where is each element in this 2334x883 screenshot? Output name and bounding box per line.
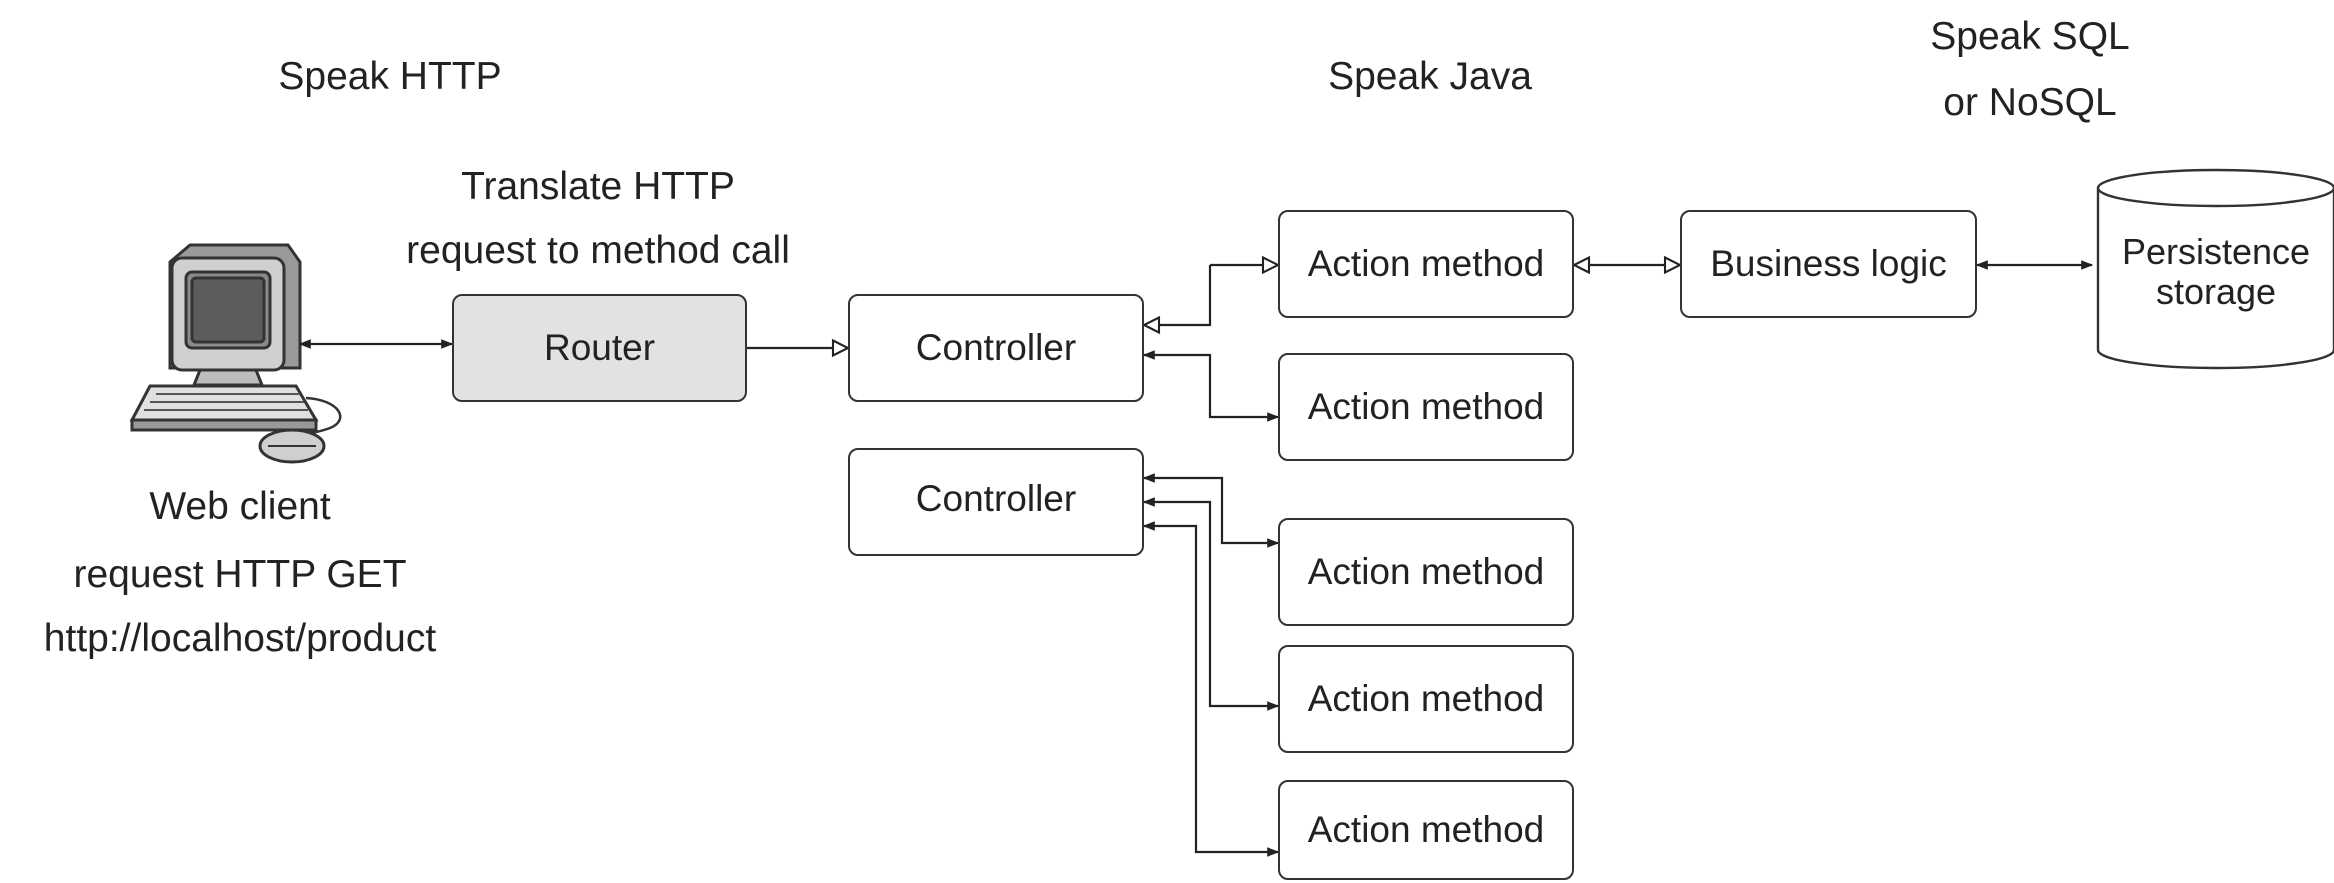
translate-heading-line2: request to method call [406, 229, 790, 272]
action-method-1-label: Action method [1307, 243, 1545, 284]
speak-sql-heading-line1: Speak SQL [1930, 15, 2130, 58]
action-method-node-1: Action method [1278, 210, 1574, 318]
controller-node-2: Controller [848, 448, 1144, 556]
storage-label-line1: Persistence [2121, 231, 2311, 272]
action-method-node-2: Action method [1278, 353, 1574, 461]
action-method-4-label: Action method [1307, 678, 1545, 719]
speak-sql-heading-line2: or NoSQL [1943, 81, 2117, 124]
client-caption-line3: http://localhost/product [43, 617, 437, 660]
action-method-node-3: Action method [1278, 518, 1574, 626]
persistence-storage-cylinder [2096, 168, 2334, 370]
router-label: Router [543, 327, 656, 368]
action1-controller-arrow [1144, 265, 1212, 325]
action-method-3-label: Action method [1307, 551, 1545, 592]
router-node: Router [452, 294, 747, 402]
controller-1-label: Controller [915, 327, 1077, 368]
client-caption-line2: request HTTP GET [73, 553, 407, 596]
business-logic-label: Business logic [1710, 243, 1947, 284]
client-caption-line1: Web client [149, 485, 331, 528]
controller-action2-arrow [1142, 350, 1280, 422]
business-logic-node: Business logic [1680, 210, 1977, 318]
action-method-node-5: Action method [1278, 780, 1574, 880]
action-method-5-label: Action method [1307, 809, 1545, 850]
controller-2-label: Controller [915, 478, 1077, 519]
speak-java-heading: Speak Java [1328, 55, 1532, 98]
controller-node-1: Controller [848, 294, 1144, 402]
controller2-action4-arrow [1142, 497, 1280, 711]
computer-icon [129, 243, 342, 464]
controller2-action5-arrow [1142, 521, 1280, 857]
speak-http-heading: Speak HTTP [278, 55, 502, 98]
translate-heading-line1: Translate HTTP [461, 165, 735, 208]
action-method-node-4: Action method [1278, 645, 1574, 753]
action-method-2-label: Action method [1307, 386, 1545, 427]
storage-label-line2: storage [2155, 271, 2277, 312]
